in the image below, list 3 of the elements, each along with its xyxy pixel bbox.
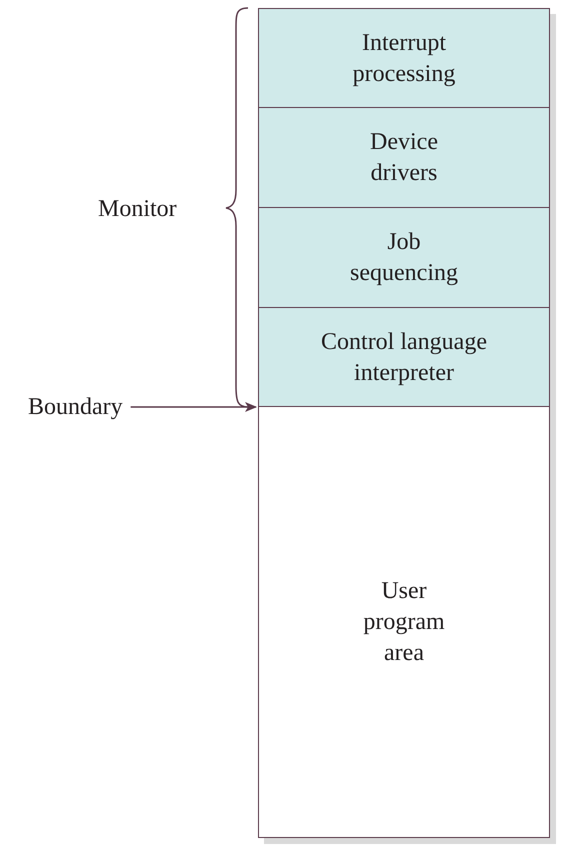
bracket-label: Monitor [98,195,177,224]
pointer-label: Boundary [28,392,123,422]
leader-arrow [130,402,257,412]
